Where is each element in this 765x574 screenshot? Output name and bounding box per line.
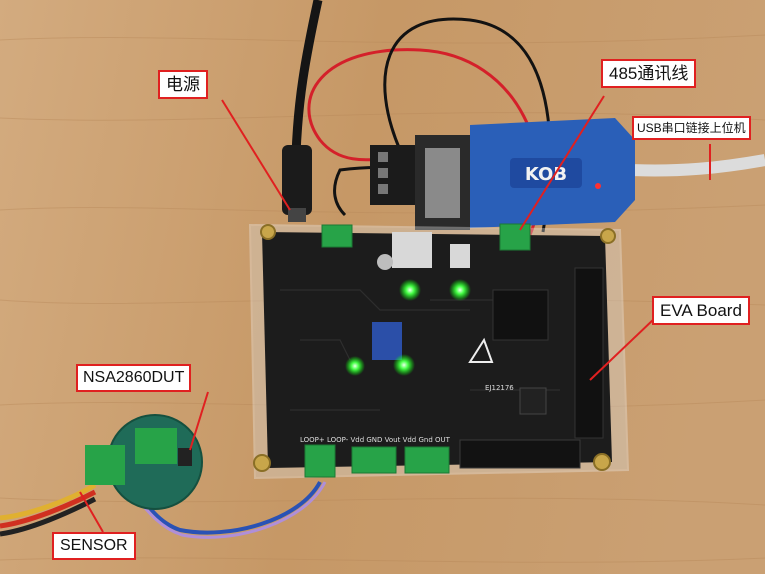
terminal-blocks [304, 223, 531, 478]
label-dut: NSA2860DUT [76, 364, 192, 392]
label-rs485: 485通讯线 [601, 59, 697, 88]
dc-jack-plug [282, 145, 312, 215]
led-3 [393, 354, 415, 376]
annotation-leaders [79, 95, 711, 533]
usb-rs485-adapter: KOB [370, 118, 635, 230]
eva-board-pcb [262, 232, 612, 468]
board-id-text: EJ12176 [485, 384, 514, 392]
led-1 [399, 279, 421, 301]
connector-silkscreen: LOOP+ LOOP- Vdd GND Vout Vdd Gnd OUT [300, 436, 451, 444]
standoffs [253, 224, 616, 472]
label-usb: USB串口链接上位机 [632, 116, 751, 140]
led-4 [345, 356, 365, 376]
label-sensor: SENSOR [52, 532, 136, 560]
power-cable [291, 0, 323, 156]
adapter-brand-text: KOB [525, 164, 567, 185]
label-power: 电源 [158, 70, 208, 99]
pcb-components: EJ12176 [372, 232, 604, 469]
sensor-ribbon-cable [0, 482, 97, 521]
label-eva-board: EVA Board [652, 296, 750, 325]
usb-cable [629, 154, 765, 177]
nsa2860-sensor-board [85, 414, 203, 510]
led-2 [449, 279, 471, 301]
